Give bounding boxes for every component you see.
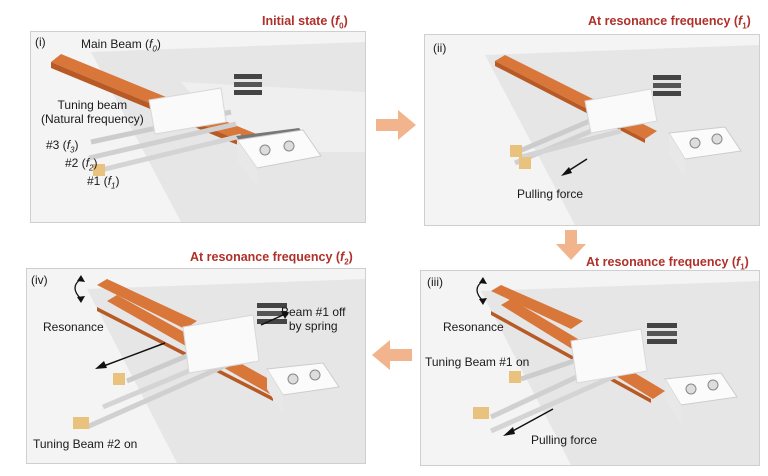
device-illustration-f1-top: [485, 45, 759, 225]
label-resonance-iii: Resonance: [443, 320, 504, 334]
panel-label-iii: (iii): [427, 275, 443, 289]
panel-label-ii: (ii): [433, 41, 447, 55]
label-pulling-force-top: Pulling force: [517, 187, 584, 201]
panel-label-iv: (iv): [31, 273, 48, 287]
panel-initial-state: (i) Main Beam (f0) Tuning beam (Natural …: [30, 31, 366, 223]
device-illustration-f2: [73, 275, 365, 463]
flow-arrow-down: [556, 230, 586, 260]
label-beam-3: #3 (f3): [46, 138, 79, 155]
label-tuning-beam: Tuning beam (Natural frequency): [41, 98, 144, 126]
title-resonance-f1-top: At resonance frequency (f1): [588, 14, 751, 31]
label-resonance-iv: Resonance: [43, 320, 104, 334]
label-main-beam: Main Beam (f0): [81, 37, 161, 54]
flow-arrow-left: [372, 340, 412, 370]
device-illustration-initial: [51, 42, 365, 222]
label-beam-1: #1 (f1): [87, 174, 120, 191]
title-initial-state: Initial state (f0): [262, 14, 348, 31]
device-illustration-f1-bottom: [473, 277, 759, 465]
label-tuning-beam-2-on: Tuning Beam #2 on: [33, 437, 138, 451]
label-beam-2: #2 (f2): [65, 156, 98, 173]
panel-resonance-f1-top: (ii) Pulling force: [424, 34, 760, 226]
title-resonance-f1-bottom: At resonance frequency (f1): [586, 255, 749, 272]
flow-arrow-right: [376, 110, 416, 140]
title-resonance-f2: At resonance frequency (f2): [190, 250, 353, 267]
label-pulling-force-bottom: Pulling force: [531, 433, 598, 447]
panel-label-i: (i): [35, 35, 46, 49]
panel-resonance-f1-bottom: (iii) Resonance Tuning Beam #1 on Pullin…: [420, 270, 760, 466]
panel-resonance-f2: (iv) Resonance Beam #1 off by spring Tun…: [26, 268, 366, 464]
label-tuning-beam-1-on: Tuning Beam #1 on: [425, 355, 530, 369]
label-beam-1-off: Beam #1 off by spring: [281, 305, 346, 333]
